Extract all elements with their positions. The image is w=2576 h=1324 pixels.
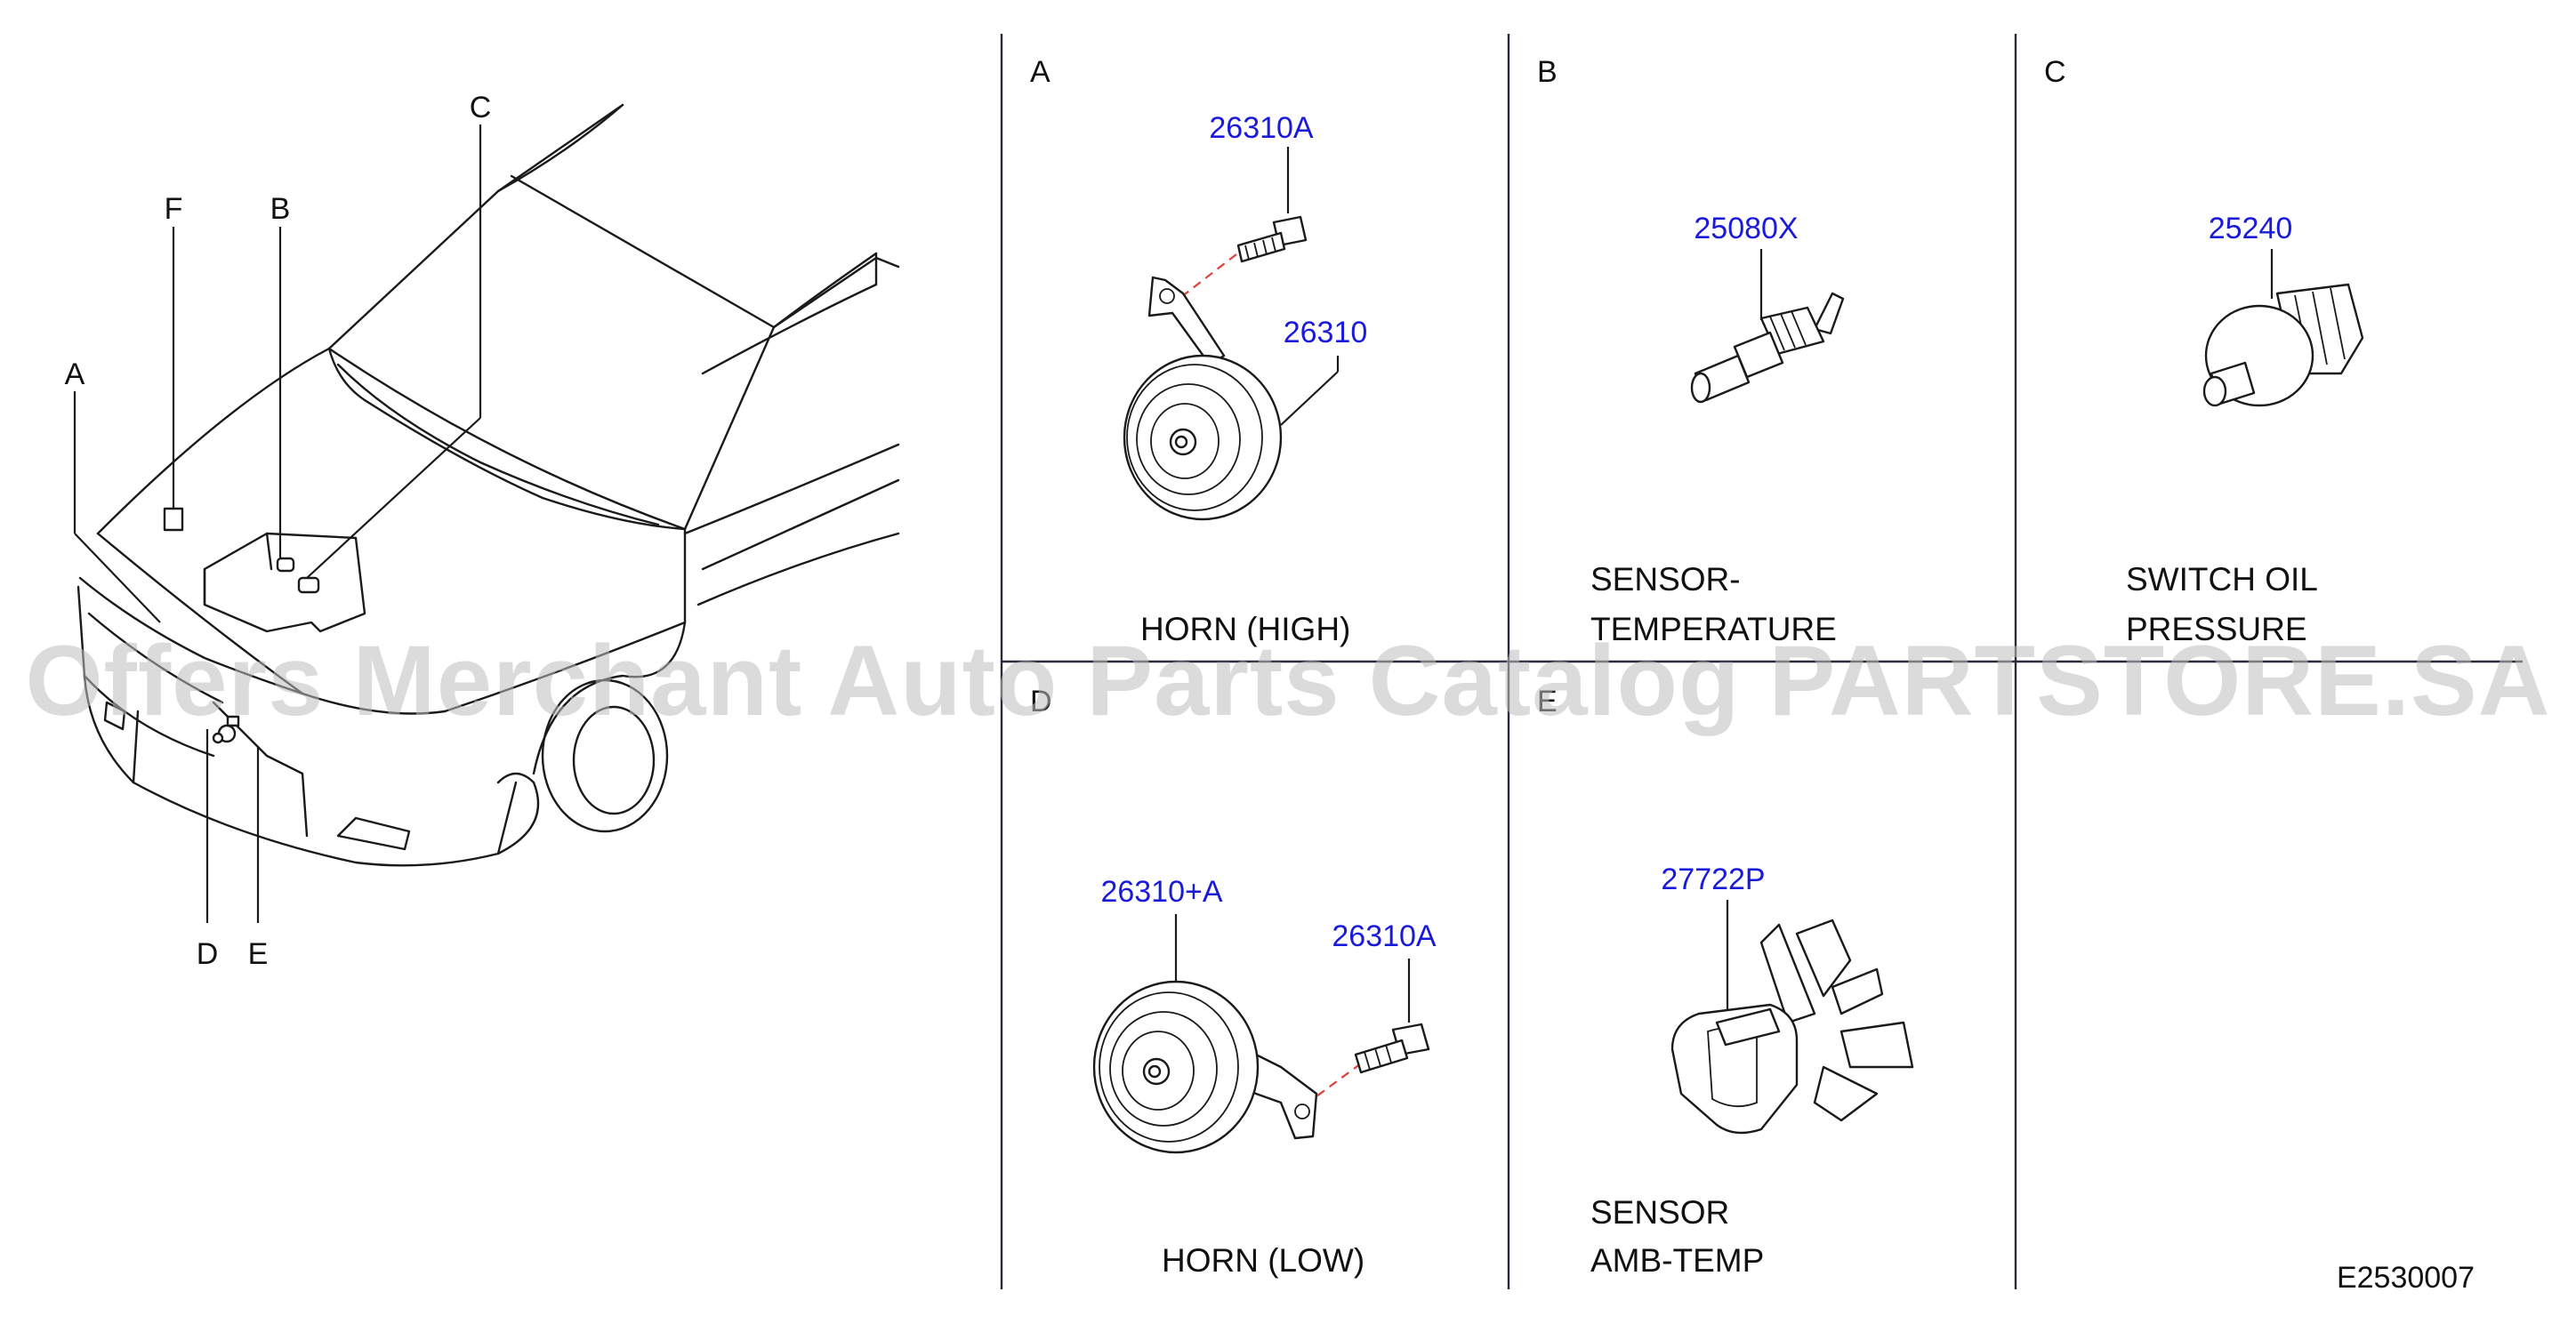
part-number-25240: 25240	[2209, 212, 2293, 245]
panel-e-letter: E	[1537, 685, 1558, 718]
bolt-icon	[1236, 215, 1308, 263]
panel-a-letter: A	[1030, 55, 1051, 89]
panel-d: D 26310+A 26310A HORN (LOW)	[1030, 685, 1437, 1279]
panel-dividers	[1000, 34, 2523, 1289]
part-name-sensor-temp-line2: TEMPERATURE	[1590, 611, 1837, 647]
ambient-sensor-icon	[1670, 919, 1914, 1135]
part-name-amb-sensor-line2: AMB-TEMP	[1590, 1242, 1764, 1279]
car-illustration	[76, 103, 900, 867]
part-name-horn-high: HORN (HIGH)	[1140, 611, 1350, 647]
callout-labels: A B C D E F	[65, 91, 492, 971]
callout-f: F	[165, 192, 183, 226]
callout-d: D	[197, 937, 219, 971]
horn-high-icon	[1123, 276, 1283, 521]
panel-b: B 25080X SENSOR- TEMPERATURE	[1537, 55, 1845, 647]
part-number-26310a-low: 26310A	[1332, 919, 1437, 953]
callout-a: A	[65, 357, 85, 391]
panel-a: A 26310A 26310 HORN (HIGH)	[1030, 55, 1367, 647]
part-name-horn-low: HORN (LOW)	[1162, 1242, 1364, 1279]
oil-pressure-switch-icon	[2202, 283, 2364, 407]
callout-b: B	[270, 192, 291, 226]
part-number-25080x: 25080X	[1694, 212, 1798, 245]
panel-b-letter: B	[1537, 55, 1558, 89]
panel-e: E 27722P SENSOR AMB-TEMP	[1537, 685, 1914, 1279]
part-number-26310-plus-a: 26310+A	[1100, 875, 1222, 909]
part-name-oil-switch-line2: PRESSURE	[2126, 611, 2307, 647]
part-name-oil-switch-line1: SWITCH OIL	[2126, 561, 2318, 598]
callout-e: E	[248, 937, 269, 971]
part-name-amb-sensor-line1: SENSOR	[1590, 1194, 1729, 1231]
part-number-26310a-high: 26310A	[1209, 111, 1314, 145]
watermark-text: Offers Merchant Auto Parts Catalog PARTS…	[25, 625, 2550, 736]
callout-leaders	[73, 124, 482, 923]
part-number-26310: 26310	[1284, 316, 1368, 349]
temperature-sensor-icon	[1690, 292, 1845, 404]
panel-c: C 25240 SWITCH OIL PRESSURE	[2044, 55, 2364, 647]
horn-low-icon	[1092, 980, 1318, 1154]
diagram-code: E2530007	[2337, 1261, 2475, 1295]
panel-c-letter: C	[2044, 55, 2066, 89]
part-name-sensor-temp-line1: SENSOR-	[1590, 561, 1741, 598]
part-number-27722p: 27722P	[1661, 863, 1765, 896]
panel-d-letter: D	[1030, 685, 1052, 718]
bolt-low-icon	[1354, 1023, 1430, 1074]
callout-c: C	[470, 91, 492, 124]
